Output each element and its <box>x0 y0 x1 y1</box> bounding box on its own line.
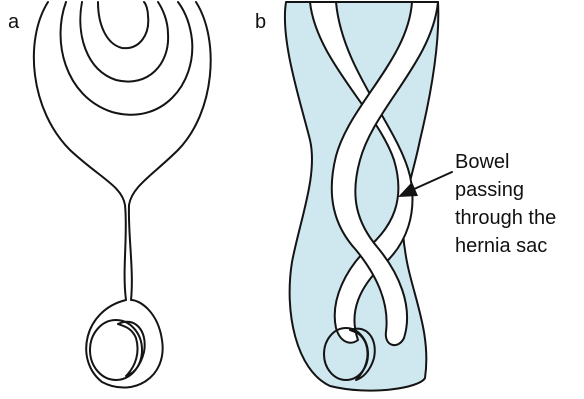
annotation-line-2: passing <box>455 176 583 204</box>
panel-a-drawing <box>34 2 211 388</box>
panel-a-outer-contour <box>34 2 211 388</box>
panel-b-label: b <box>255 12 266 32</box>
bowel-annotation: Bowel passing through the hernia sac <box>455 148 583 260</box>
panel-a-bowel-loop-inner <box>98 2 148 48</box>
panel-a-epididymis <box>118 322 145 376</box>
annotation-line-1: Bowel <box>455 148 583 176</box>
panel-b-drawing <box>285 2 438 391</box>
annotation-line-4: hernia sac <box>455 232 583 260</box>
panel-a-label: a <box>8 12 19 32</box>
annotation-line-3: through the <box>455 204 583 232</box>
annotation-leader-line <box>412 172 452 190</box>
panel-a-bowel-loop-middle <box>80 2 168 82</box>
